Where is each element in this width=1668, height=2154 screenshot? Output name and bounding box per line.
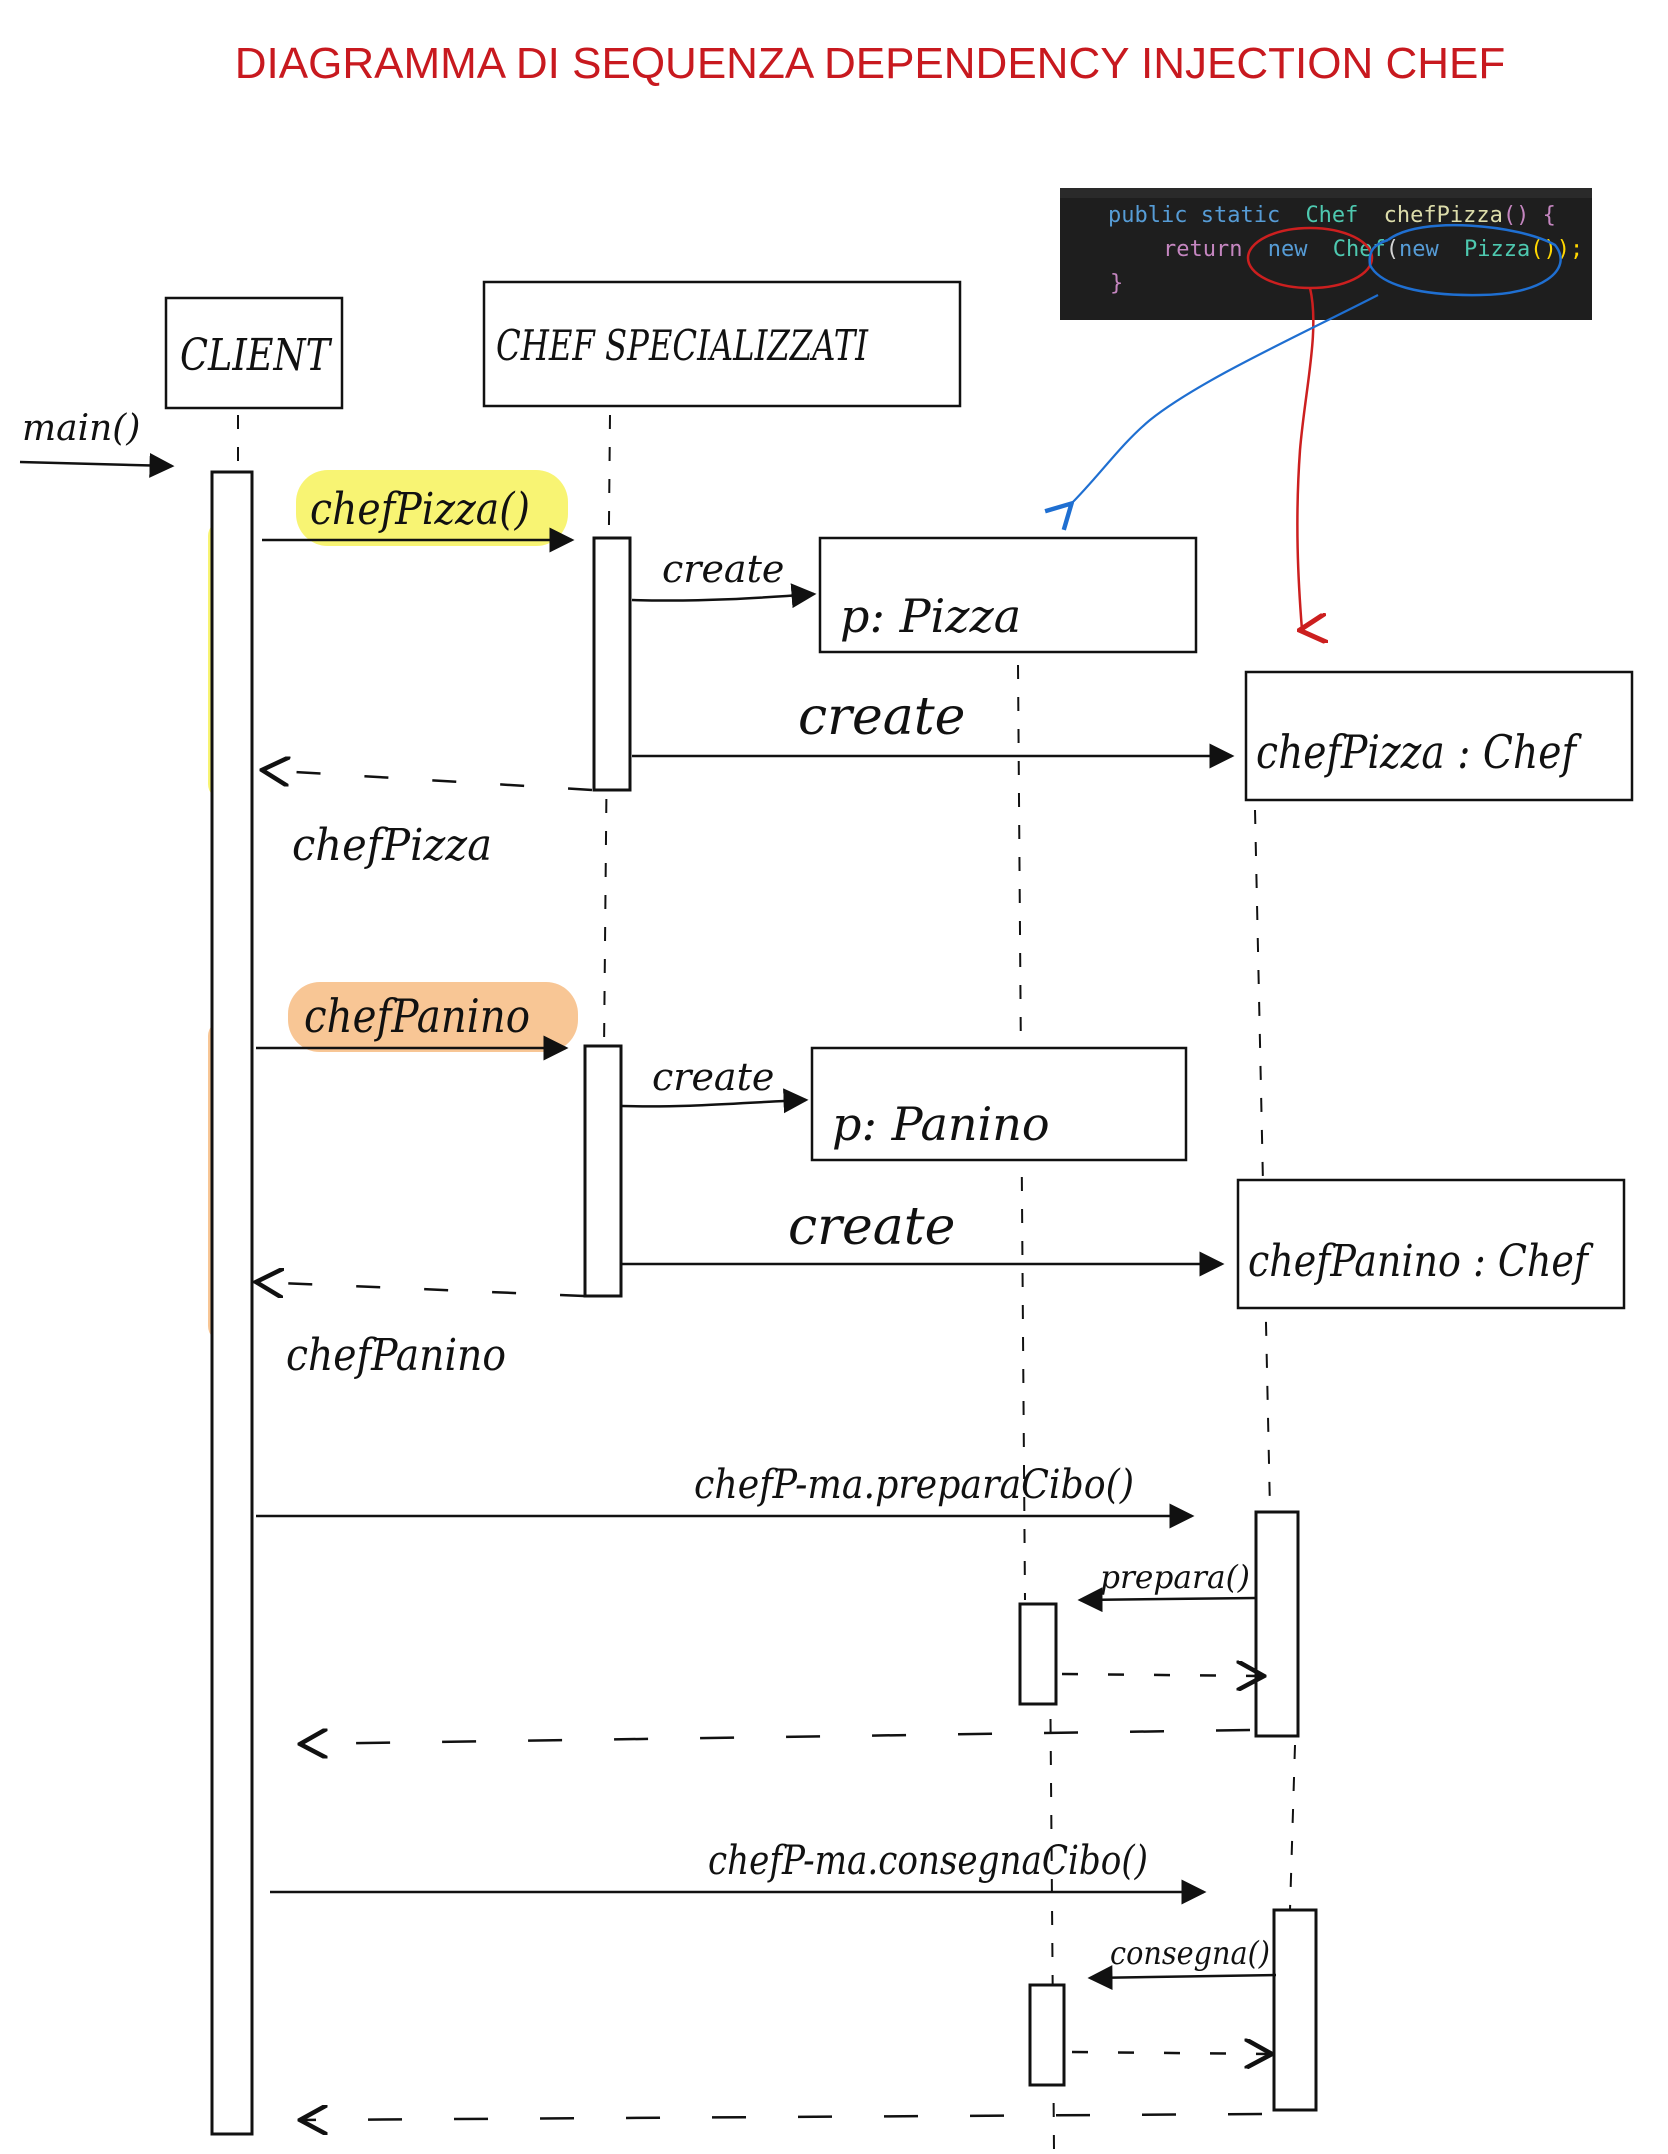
svg-text:public static Chef: public static Chef chefPizza() { [1108,203,1556,228]
message-prepara-result-arrow [300,1730,1251,1744]
blue-annotation-arrow [1070,294,1379,505]
message-create-panino-arrow [621,1088,809,1114]
code-type: Chef [1305,203,1358,228]
red-annotation-arrow [1297,287,1313,630]
label-return-chef-pizza: chefPizza [292,820,492,871]
code-new: new [1268,237,1308,262]
message-return-chef-pizza-arrow [262,770,593,792]
label-consegna: chefP-ma.consegnaCibo() [708,1838,1148,1884]
lifeline-chef-specializzati [603,414,611,1051]
label-create-chef-panino: create [788,1197,955,1257]
activations [210,470,1318,2136]
object-chef-pizza-label: chefPizza : Chef [1256,725,1582,779]
label-prepara-self: prepara() [1100,1558,1250,1596]
message-return-chef-panino-arrow [256,1282,585,1296]
activation-client [210,470,254,2136]
activation-pizza-self-1 [1018,1602,1058,1706]
label-create-chef-pizza: create [798,687,965,747]
code-new: new [1399,237,1439,262]
object-pizza-label: p: Pizza [840,589,1021,643]
highlight-yellow-label [296,470,568,546]
lifelines [237,414,1296,2151]
code-keyword: public static [1108,203,1280,228]
participant-chef-specializzati: CHEF SPECIALIZZATI [482,280,962,408]
code-snippet: public static Chef chefPizza() { return … [1060,188,1592,320]
message-labels: main() chefPizza() create create chefPiz… [22,408,1270,1972]
message-consegna-self-arrow [1087,1965,1277,1991]
lifeline-chef-pizza-lower [1289,1744,1296,1911]
message-consegna-result-arrow [300,2114,1263,2120]
highlights [208,470,578,1342]
label-create-pizza: create [662,547,784,591]
code-type: Pizza [1464,237,1530,262]
diagram-title: DIAGRAMMA DI SEQUENZA DEPENDENCY INJECTI… [235,39,1505,88]
label-main: main() [22,408,140,449]
participant-client-label: CLIENT [180,330,333,381]
messages [19,452,1277,2120]
code-paren: () { [1503,203,1556,228]
participant-chef-specializzati-label: CHEF SPECIALIZZATI [496,321,869,370]
code-brace: } [1110,271,1123,296]
message-prepara-return-arrow [1061,1674,1264,1676]
label-chef-pizza-call: chefPizza() [310,484,530,535]
label-consegna-self: consegna() [1110,1934,1270,1972]
object-panino: p: Panino [810,1046,1188,1162]
message-prepara-self-arrow [1077,1587,1257,1613]
lifeline-chef-pizza [1254,809,1271,1511]
code-method: chefPizza [1384,203,1503,228]
message-main-arrow [19,452,175,478]
svg-text:return new Chef(ne: return new Chef(new Pizza()); [1163,237,1583,262]
activation-pizza-self-2 [1028,1983,1066,2087]
message-create-pizza-arrow [631,583,817,609]
activation-chef-specializzati-2 [583,1044,623,1298]
activation-chef-pizza-1 [1254,1510,1300,1738]
activation-chef-specializzati-1 [592,536,632,792]
label-return-chef-panino: chefPanino [286,1330,506,1381]
object-chef-panino: chefPanino : Chef [1236,1178,1626,1310]
label-prepara: chefP-ma.preparaCibo() [694,1462,1134,1508]
object-pizza: p: Pizza [818,536,1198,654]
label-create-panino: create [652,1055,774,1099]
message-consegna-return-arrow [1071,2052,1272,2054]
blue-circle-annotation [1368,223,1562,297]
object-chef-panino-label: chefPanino : Chef [1248,1236,1594,1287]
lifeline-pizza [1017,664,1026,1601]
activation-chef-pizza-2 [1272,1908,1318,2112]
highlight-orange-label [288,982,578,1052]
label-chef-panino-call: chefPanino [304,989,530,1043]
object-chef-pizza: chefPizza : Chef [1244,670,1634,802]
code-return: return [1163,237,1242,262]
participant-client: CLIENT [164,296,344,410]
object-panino-label: p: Panino [832,1097,1050,1151]
